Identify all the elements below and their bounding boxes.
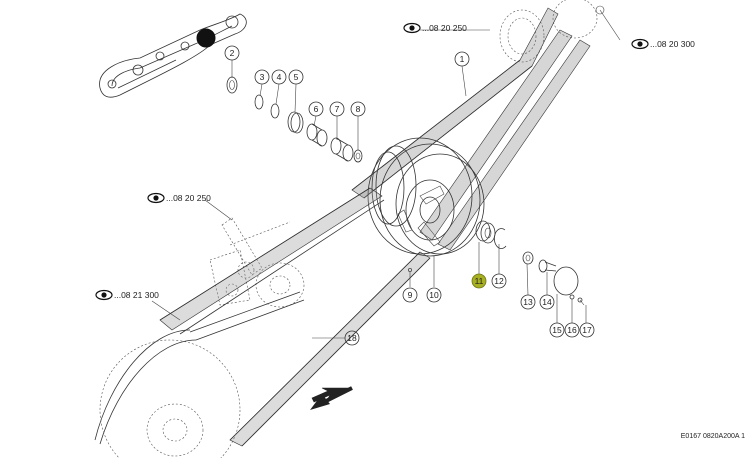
callout-14: 14 — [539, 294, 555, 310]
callout-4: 4 — [271, 69, 287, 85]
svg-text:7: 7 — [335, 104, 340, 114]
svg-text:10: 10 — [429, 290, 439, 300]
callout-5: 5 — [288, 69, 304, 85]
svg-text:...08 21 300: ...08 21 300 — [114, 290, 159, 300]
leader-lines — [151, 9, 621, 339]
belt-schematic-icon — [99, 13, 247, 98]
part-15-cap — [553, 266, 579, 296]
callouts: 2 3 4 5 6 7 8 1 9 10 11 12 13 14 15 16 1… — [224, 45, 595, 346]
top-pulley — [499, 0, 605, 63]
svg-text:8: 8 — [356, 104, 361, 114]
svg-text:2: 2 — [230, 48, 235, 58]
callout-8: 8 — [350, 101, 366, 117]
part-4-washer — [270, 103, 280, 119]
part-7-spacer — [330, 137, 354, 162]
svg-text:15: 15 — [552, 325, 562, 335]
svg-text:14: 14 — [542, 297, 552, 307]
svg-text:9: 9 — [408, 290, 413, 300]
reference-top-right: ...08 20 300 — [631, 38, 695, 50]
belt-1 — [351, 7, 591, 251]
part-11-bearing — [475, 220, 496, 244]
callout-2: 2 — [224, 45, 240, 61]
part-3-circlip — [254, 94, 264, 110]
svg-text:...08 20 250: ...08 20 250 — [166, 193, 211, 203]
part-9-pin — [407, 267, 412, 272]
part-12-circlip — [493, 228, 507, 249]
eye-icon — [631, 38, 649, 50]
svg-text:...08 20 250: ...08 20 250 — [422, 23, 467, 33]
part-17-screw — [577, 297, 585, 306]
drawing-code: E0167 0820A200A 1 — [681, 433, 745, 440]
svg-text:16: 16 — [567, 325, 577, 335]
part-13-washer — [522, 251, 534, 265]
callout-6: 6 — [308, 101, 324, 117]
callout-11: 11 — [471, 273, 487, 289]
callout-13: 13 — [520, 294, 536, 310]
bottom-pulley — [94, 329, 241, 458]
part-5-bearing — [287, 111, 304, 134]
part-8-nut — [353, 149, 363, 163]
belt-18 — [159, 187, 431, 447]
svg-text:3: 3 — [260, 72, 265, 82]
callout-7: 7 — [329, 101, 345, 117]
part-14-bolt — [538, 259, 557, 273]
svg-text:5: 5 — [294, 72, 299, 82]
reference-middle-left: ...08 20 250 — [147, 192, 211, 204]
callout-3: 3 — [254, 69, 270, 85]
svg-text:1: 1 — [460, 54, 465, 64]
part-16-screw — [569, 294, 575, 300]
callout-1: 1 — [454, 51, 470, 67]
eye-icon — [147, 192, 165, 204]
callout-17: 17 — [579, 322, 595, 338]
eye-icon — [403, 22, 421, 34]
svg-text:...08 20 300: ...08 20 300 — [650, 39, 695, 49]
part-6-bushing — [306, 123, 328, 147]
svg-text:4: 4 — [277, 72, 282, 82]
callout-16: 16 — [564, 322, 580, 338]
svg-text:17: 17 — [582, 325, 592, 335]
callout-18: 18 — [344, 330, 360, 346]
callout-12: 12 — [491, 273, 507, 289]
main-pulley — [367, 137, 485, 257]
reference-bottom-left: ...08 21 300 — [95, 289, 159, 301]
svg-text:12: 12 — [494, 276, 504, 286]
arrow-icon — [310, 386, 353, 410]
callout-10: 10 — [426, 287, 442, 303]
callout-15: 15 — [549, 322, 565, 338]
svg-text:18: 18 — [347, 333, 357, 343]
svg-text:6: 6 — [314, 104, 319, 114]
eye-icon — [95, 289, 113, 301]
svg-text:11: 11 — [475, 276, 484, 286]
part-2-ring — [226, 76, 238, 94]
callout-9: 9 — [402, 287, 418, 303]
reference-top-center: ...08 20 250 — [403, 22, 467, 34]
svg-text:13: 13 — [523, 297, 533, 307]
idler-assembly — [209, 217, 305, 308]
